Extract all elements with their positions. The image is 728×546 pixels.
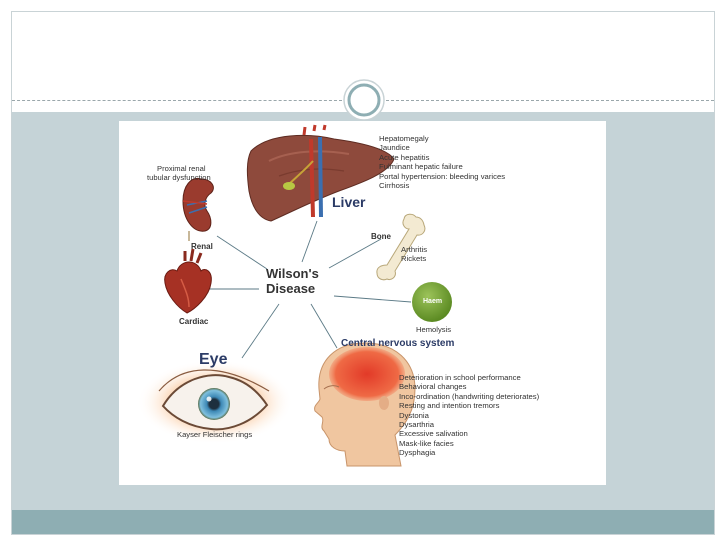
connector-liver — [301, 220, 318, 263]
liver-symptom: Acute hepatitis — [379, 152, 430, 162]
renal-label: Renal — [191, 242, 213, 251]
connector-lines — [207, 220, 412, 359]
kidney-illustration — [182, 177, 214, 241]
bone-label: Bone — [371, 232, 391, 241]
slide-frame — [11, 11, 715, 535]
connector-bone — [328, 238, 382, 269]
liver-symptom: Hepatomegaly — [379, 134, 429, 143]
cns-symptom: Dysarthria — [399, 420, 435, 430]
liver-symptom-list: Hepatomegaly Jaundice Acute hepatitis Fu… — [379, 134, 505, 190]
bone-symptom: Rickets — [401, 254, 427, 264]
heart-illustration — [164, 248, 212, 314]
renal-title-line-2: tubular dysfunction — [147, 173, 211, 182]
center-title: Wilson's Disease — [266, 266, 319, 296]
cardiac-label: Cardiac — [179, 317, 209, 326]
haem-icon — [412, 282, 452, 322]
connector-cns — [310, 303, 338, 349]
cns-symptom: Behavioral changes — [399, 382, 467, 392]
cns-label: Central nervous system — [341, 338, 455, 349]
wilsons-disease-diagram: Hepatomegaly Jaundice Acute hepatitis Fu… — [119, 121, 606, 485]
haem-caption: Hemolysis — [416, 325, 452, 334]
cns-symptom-list: Deterioration in school performance Beha… — [399, 373, 539, 458]
bone-symptom: Arthritis — [401, 245, 428, 254]
bone-illustration — [376, 213, 426, 281]
head-illustration — [314, 342, 416, 467]
cns-symptom: Excessive salivation — [399, 429, 468, 439]
eye-label: Eye — [199, 351, 228, 368]
center-title-line-2: Disease — [266, 281, 316, 296]
connector-haem — [333, 295, 412, 303]
cns-symptom: Resting and intention tremors — [399, 401, 500, 411]
cns-symptom: Dysphagia — [399, 448, 436, 458]
header-divider-left — [12, 100, 342, 101]
eye-illustration — [137, 360, 293, 444]
connector-eye — [241, 303, 280, 359]
liver-illustration — [246, 124, 395, 222]
liver-symptom: Fulminant hepatic failure — [379, 162, 463, 172]
renal-title-line-1: Proximal renal — [157, 164, 206, 173]
cns-symptom: Dystonia — [399, 410, 429, 420]
footer-band — [12, 510, 714, 534]
cns-symptom: Deterioration in school performance — [399, 373, 521, 382]
bone-symptom-list: Arthritis Rickets — [401, 245, 427, 264]
eye-caption: Kayser Fleischer rings — [177, 430, 253, 439]
diagram-graphics — [137, 124, 452, 467]
cns-symptom: Inco-ordination (handwriting deteriorate… — [399, 391, 540, 401]
liver-symptom: Jaundice — [379, 143, 410, 153]
center-title-line-1: Wilson's — [266, 266, 319, 281]
ring-ornament-icon — [343, 79, 385, 121]
liver-label: Liver — [332, 194, 366, 210]
header-divider-right — [386, 100, 714, 101]
connector-renal — [216, 235, 268, 270]
cns-symptom: Mask-like facies — [399, 438, 454, 448]
liver-symptom: Portal hypertension: bleeding varices — [379, 171, 506, 181]
haem-label: Haem — [423, 298, 443, 305]
liver-symptom: Cirrhosis — [379, 181, 410, 191]
